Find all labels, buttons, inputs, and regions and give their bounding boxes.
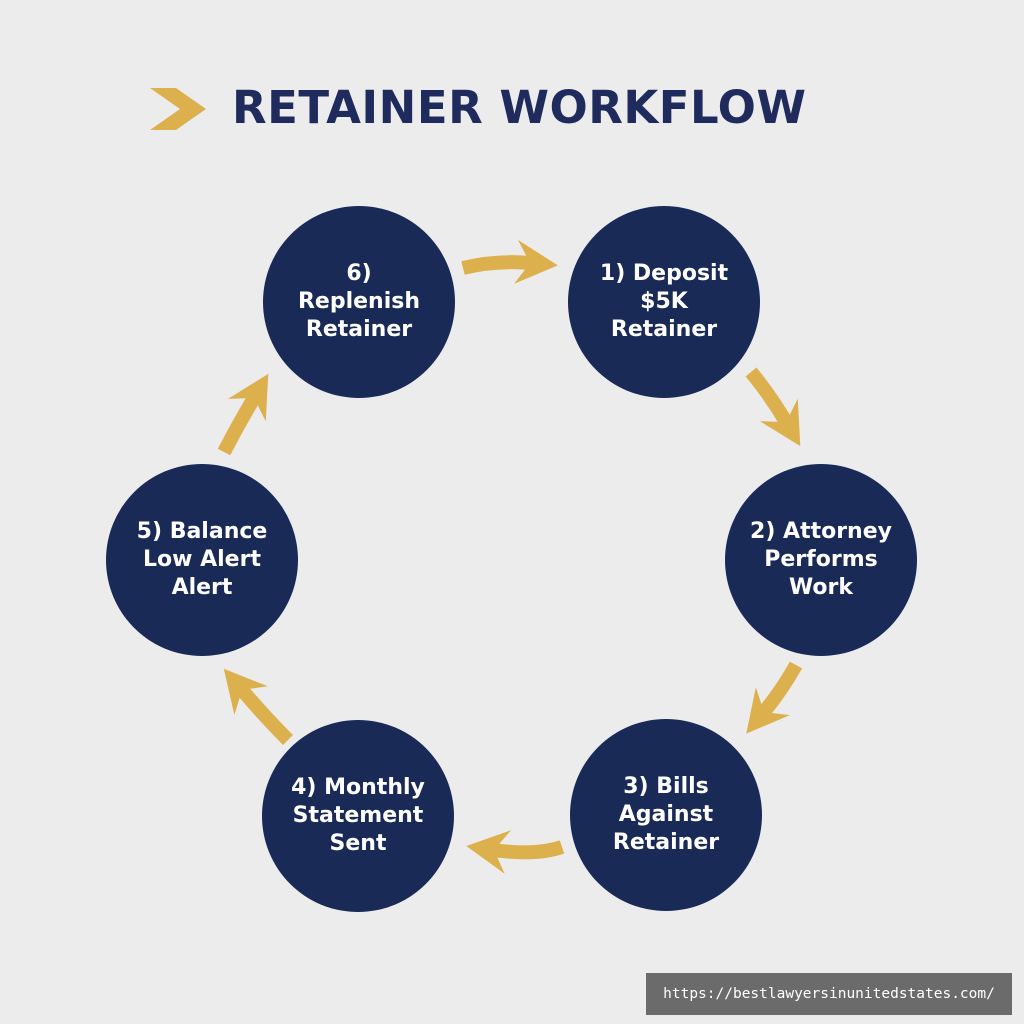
step-node-1: 1) Deposit $5K Retainer (568, 206, 760, 398)
step-label-4: 4) Monthly Statement Sent (291, 775, 425, 856)
step-label-3: 3) Bills Against Retainer (612, 774, 720, 855)
step-node-5: 5) Balance Low Alert Alert (106, 464, 298, 656)
step-label-2: 2) Attorney Performs Work (750, 519, 892, 600)
arrow-step5-to-step6 (217, 373, 269, 456)
step-label-6: 6) Replenish Retainer (297, 261, 421, 342)
arrow-step2-to-step3 (746, 661, 803, 734)
watermark-url-box: https://bestlawyersinunitedstates.com/ (646, 973, 1012, 1015)
chevron-right-icon (150, 88, 206, 130)
step-label-1: 1) Deposit $5K Retainer (599, 261, 729, 342)
step-node-3: 3) Bills Against Retainer (570, 719, 762, 911)
arrow-step6-to-step1 (461, 239, 558, 284)
arrow-step4-to-step5 (223, 668, 293, 745)
watermark-url: https://bestlawyersinunitedstates.com/ (663, 986, 995, 1002)
diagram-title: RETAINER WORKFLOW (232, 81, 807, 134)
step-node-2: 2) Attorney Performs Work (725, 464, 917, 656)
arrow-step3-to-step4 (466, 830, 565, 874)
step-label-5: 5) Balance Low Alert Alert (136, 519, 268, 600)
arrow-step1-to-step2 (745, 367, 801, 447)
step-node-4: 4) Monthly Statement Sent (262, 720, 454, 912)
step-node-6: 6) Replenish Retainer (263, 206, 455, 398)
